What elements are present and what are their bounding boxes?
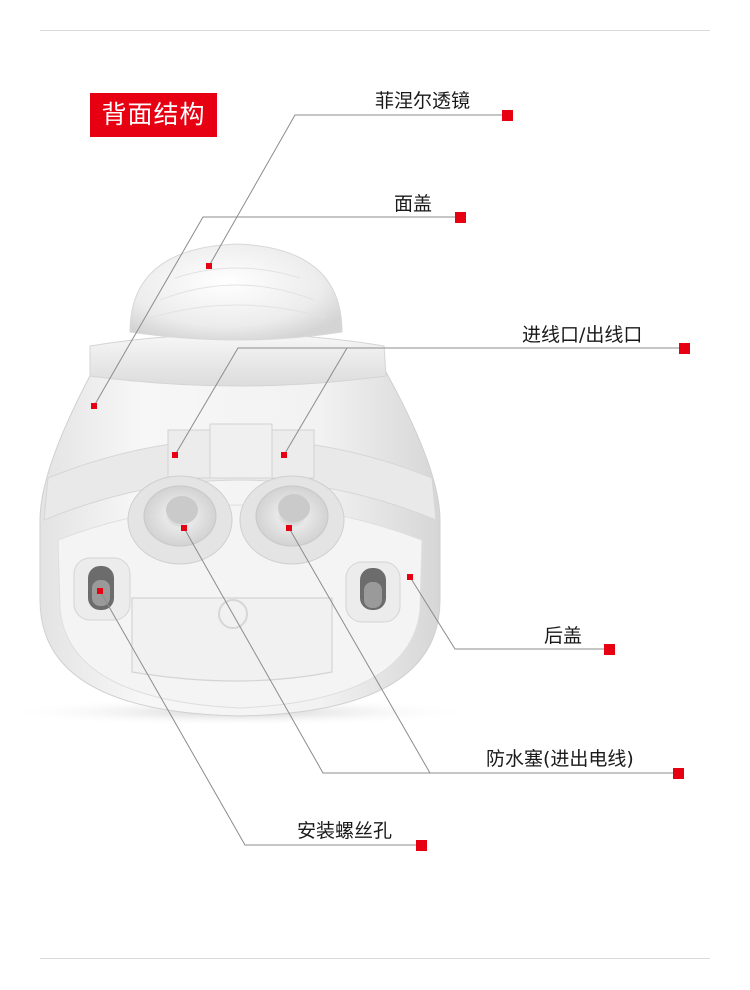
label-mount-hole: 安装螺丝孔 bbox=[297, 820, 393, 842]
label-fresnel-lens: 菲涅尔透镜 bbox=[375, 90, 471, 112]
mount-hole-right bbox=[345, 561, 401, 623]
cable-port-tabs bbox=[167, 423, 315, 479]
dome-facets bbox=[149, 267, 327, 319]
top-divider bbox=[40, 30, 710, 31]
fresnel-dome bbox=[129, 243, 343, 341]
face-cover-ring bbox=[89, 333, 387, 387]
label-cable-port: 进线口/出线口 bbox=[522, 324, 643, 346]
leader-lines bbox=[93, 114, 684, 846]
label-back-cover: 后盖 bbox=[544, 625, 583, 647]
label-face-cover: 面盖 bbox=[394, 193, 433, 215]
center-screw-boss bbox=[218, 599, 248, 629]
waterproof-plug-right bbox=[239, 475, 345, 565]
waterproof-plug-left bbox=[127, 475, 233, 565]
rear-recess bbox=[131, 597, 333, 682]
section-title-badge: 背面结构 bbox=[90, 93, 217, 137]
label-waterproof-plug: 防水塞(进出电线) bbox=[486, 748, 634, 770]
bottom-divider bbox=[40, 958, 710, 959]
callout-markers bbox=[91, 110, 690, 851]
